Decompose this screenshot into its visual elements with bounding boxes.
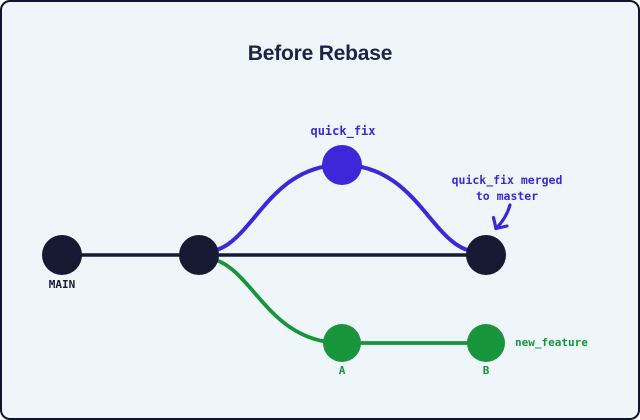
main-branch-label: MAIN bbox=[48, 278, 76, 291]
commit-node-main-1 bbox=[42, 235, 82, 275]
commit-a-label: A bbox=[338, 364, 346, 377]
commit-node-merge bbox=[466, 235, 506, 275]
commit-node-a bbox=[323, 324, 361, 362]
commit-node-main-2 bbox=[179, 235, 219, 275]
new-feature-branch-label: new_feature bbox=[515, 336, 588, 349]
page-title: Before Rebase bbox=[247, 42, 393, 65]
merge-annotation: quick_fix merged to master bbox=[452, 173, 563, 204]
commit-node-b bbox=[467, 324, 505, 362]
quick-fix-branch-label: quick_fix bbox=[310, 124, 376, 138]
merge-annotation-line2: to master bbox=[475, 188, 539, 203]
merge-arrow-icon bbox=[491, 203, 512, 231]
merge-annotation-line1: quick_fix merged bbox=[451, 173, 563, 187]
commit-b-label: B bbox=[482, 364, 490, 377]
branch-curve-new-feature bbox=[203, 256, 344, 345]
commit-node-quick-fix bbox=[322, 145, 362, 185]
